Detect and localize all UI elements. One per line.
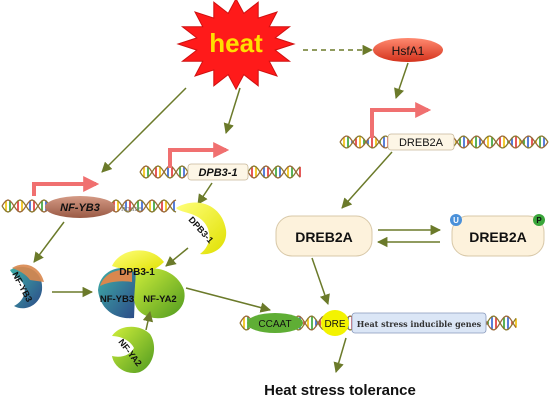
dreb2a-modified-node: DREB2A U P [450,214,545,257]
dpb3-to-complex-arrow [165,247,189,267]
heat-stress-genes-box: Heat stress inducible genes [351,312,487,334]
dreb2a-gene-to-protein-arrow [341,151,393,209]
hsfa1-to-dreb2a-gene-arrow [394,62,409,99]
ubiquitin-label: U [453,216,459,225]
ccaat-element: CCAAT [247,313,303,333]
complex-dpb3-label: DPB3-1 [119,267,155,278]
nfyb3-gene-label: NF-YB3 [60,202,100,214]
figure-watermark: figure [121,205,142,213]
dpb3-gene-box [187,163,249,181]
heat-to-dpb3-arrow [223,87,241,135]
nfyb3-promoter-arrow [32,176,100,196]
heat-burst-icon: heat [176,0,296,91]
heat-label: heat [209,28,263,58]
dpb3-promoter-arrow [168,142,230,168]
nfy-complex: DPB3-1 NF-YB3 NF-YA2 [98,250,185,319]
phosphate-badge [533,214,545,226]
dre-label: DRE [324,319,345,330]
dreb2a-to-dre-arrow [311,257,330,305]
dpb3-protein-node: DPB3-1 [176,202,227,255]
dre-element: DRE [321,310,349,336]
complex-nfya2-label: NF-YA2 [143,294,176,305]
complex-nfyb3-label: NF-YB3 [100,294,134,305]
heat-stress-tolerance-label: Heat stress tolerance [264,382,416,399]
dreb2a-gene-label: DREB2A [399,137,444,149]
nfya2-protein-node: NF-YA2 [112,326,155,374]
hsfa1-label: HsfA1 [392,44,425,58]
nfyb3-gene-to-protein-arrow [33,221,65,263]
dreb2a-promoter-arrow [370,102,432,138]
heat-to-nfyb3-arrow [101,87,187,173]
nfyb3-protein-node: NF-YB3 [10,264,44,309]
ubiquitin-badge [450,214,462,226]
phosphate-label: P [536,216,542,225]
dpb3-gene-label: DPB3-1 [198,167,237,179]
ccaat-label: CCAAT [258,319,291,330]
nfya2-to-complex-arrow [142,310,154,331]
complex-to-ccaat-arrow [185,287,272,313]
nfyb3-gene-node [45,196,115,218]
hsfa1-node: HsfA1 [373,38,443,62]
to-tolerance-arrow [333,337,347,374]
dreb2a-protein-node: DREB2A [275,215,373,257]
dreb2a-protein-label: DREB2A [295,229,353,245]
heat-stress-genes-label: Heat stress inducible genes [357,319,482,329]
dreb2a-modified-label: DREB2A [469,229,527,245]
dpb3-gene-to-protein-arrow [197,182,213,205]
dreb2a-gene-box [387,133,455,151]
